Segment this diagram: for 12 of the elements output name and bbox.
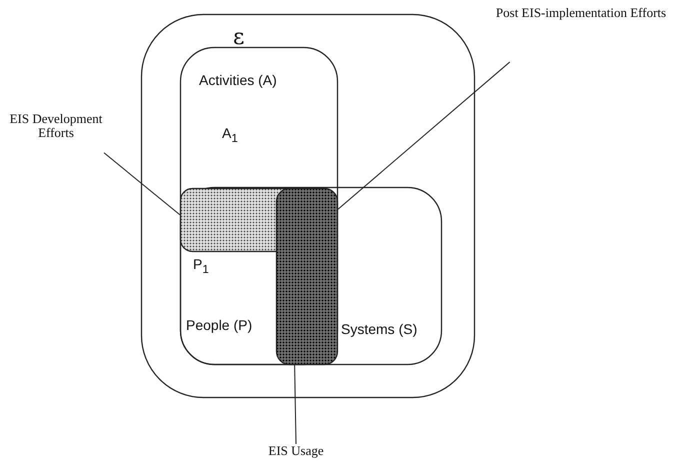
callout-text: Post EIS-implementation Efforts [494, 6, 668, 20]
subscript-label: A$_{1}$ [222, 126, 238, 146]
systems-label: Systems (S) [341, 322, 418, 338]
leader-line [104, 152, 180, 216]
leader-line [338, 62, 510, 210]
people-label: People (P) [186, 318, 252, 334]
callout-text: EIS Usage [267, 444, 325, 458]
activities-label: Activities (A) [199, 73, 277, 88]
callout-text: EIS Development Efforts [8, 112, 104, 141]
subscript-label: P$_{1}$ [193, 257, 209, 277]
leader-line [294, 364, 296, 444]
environment-label: ε [233, 26, 244, 50]
